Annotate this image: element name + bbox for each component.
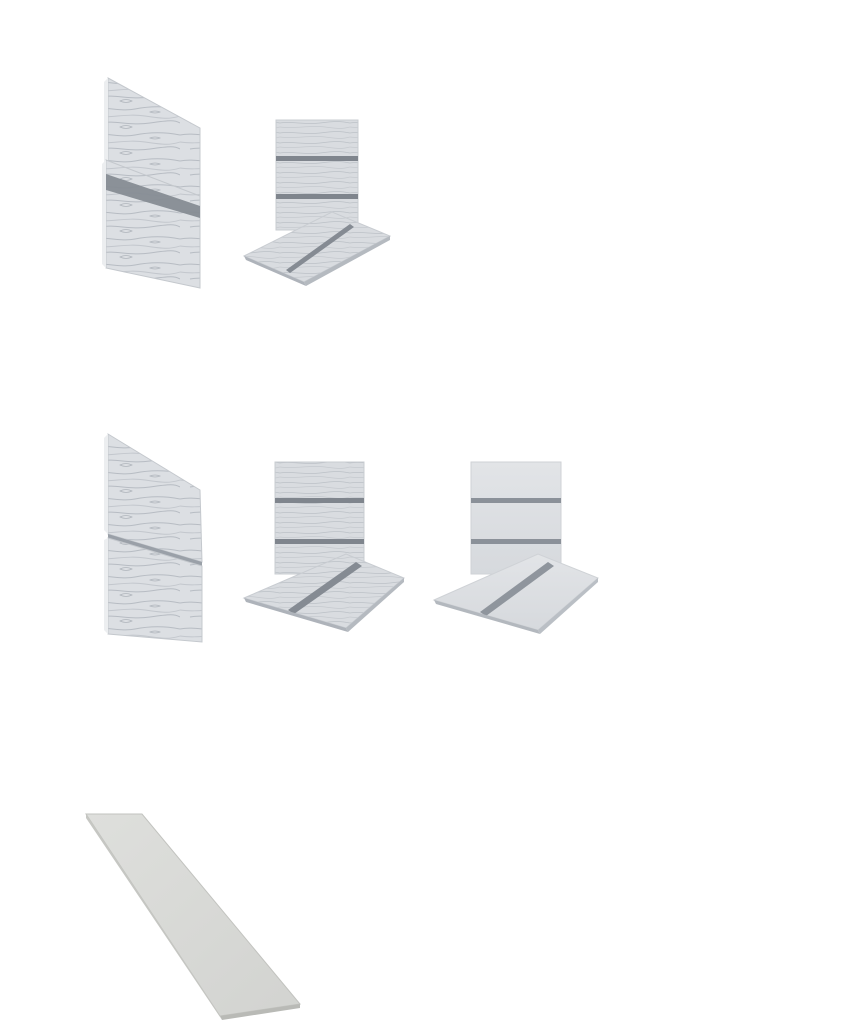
panel-siding-smooth-icon (432, 461, 599, 634)
panel-siding-woodgrain-icon (242, 461, 405, 632)
trim-board-smooth-icon (85, 813, 301, 1020)
lap-siding-woodgrain-icon (104, 433, 203, 643)
lap-siding-woodgrain-icon (102, 77, 201, 289)
panel-siding-woodgrain-icon (242, 119, 392, 286)
